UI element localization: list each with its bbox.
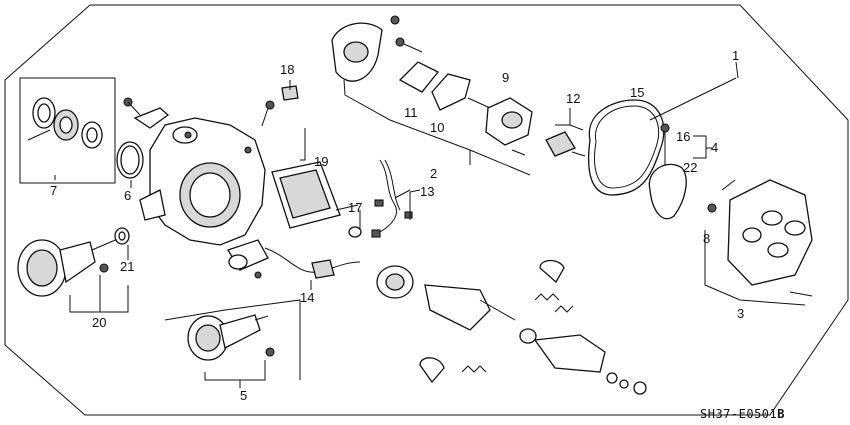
pickup-coil-part bbox=[485, 97, 533, 156]
drawing-code: SH37-E0501B bbox=[700, 407, 785, 421]
callout-14: 14 bbox=[300, 290, 314, 305]
callout-1: 1 bbox=[732, 48, 739, 63]
plate-holder-part bbox=[398, 61, 440, 93]
callout-16: 16 bbox=[676, 129, 690, 144]
rotor-spring-part bbox=[545, 131, 586, 157]
bracket-part bbox=[123, 97, 170, 129]
callout-10: 10 bbox=[430, 120, 444, 135]
wiring-connector-part bbox=[227, 239, 361, 279]
callout-5: 5 bbox=[240, 388, 247, 403]
callout-12: 12 bbox=[566, 91, 580, 106]
shaft-assembly-part bbox=[376, 265, 647, 395]
callout-13: 13 bbox=[420, 184, 434, 199]
ignitor-module-part bbox=[271, 161, 359, 229]
callout-20: 20 bbox=[92, 315, 106, 330]
callout-17: 17 bbox=[348, 200, 362, 215]
vacuum-advance-part bbox=[17, 237, 121, 297]
callout-9: 9 bbox=[502, 70, 509, 85]
governor-part bbox=[431, 73, 491, 111]
vacuum-unit-part bbox=[187, 314, 275, 361]
seal-kit-part bbox=[27, 97, 103, 149]
callout-19: 19 bbox=[314, 154, 328, 169]
callout-21: 21 bbox=[120, 259, 134, 274]
advance-weight-part bbox=[419, 357, 487, 384]
callout-3: 3 bbox=[737, 306, 744, 321]
callout-2: 2 bbox=[430, 166, 437, 181]
callout-7: 7 bbox=[50, 183, 57, 198]
distributor-housing-part bbox=[139, 117, 266, 246]
callout-15: 15 bbox=[630, 85, 644, 100]
rotor-part bbox=[648, 123, 687, 220]
washer-part bbox=[348, 226, 362, 238]
wire-harness-part bbox=[371, 159, 413, 238]
governor-weight-part bbox=[534, 259, 574, 313]
breaker-plate-part bbox=[331, 15, 423, 82]
callout-11: 11 bbox=[404, 105, 418, 120]
grommet-part bbox=[281, 85, 299, 101]
callout-18: 18 bbox=[280, 62, 294, 77]
callout-22: 22 bbox=[683, 160, 697, 175]
callout-6: 6 bbox=[124, 188, 131, 203]
assembly-boundary bbox=[4, 4, 849, 416]
leader-lines bbox=[54, 61, 806, 388]
o-ring-part bbox=[116, 141, 144, 179]
callout-4: 4 bbox=[711, 140, 718, 155]
distributor-cap-part bbox=[707, 179, 813, 297]
vacuum-unit-frame bbox=[164, 299, 301, 380]
callout-8: 8 bbox=[703, 231, 710, 246]
seal-washer-part bbox=[114, 227, 130, 245]
cap-gasket-part bbox=[587, 99, 665, 196]
seal-kit-box bbox=[19, 77, 116, 184]
module-bolt-part bbox=[261, 100, 275, 127]
